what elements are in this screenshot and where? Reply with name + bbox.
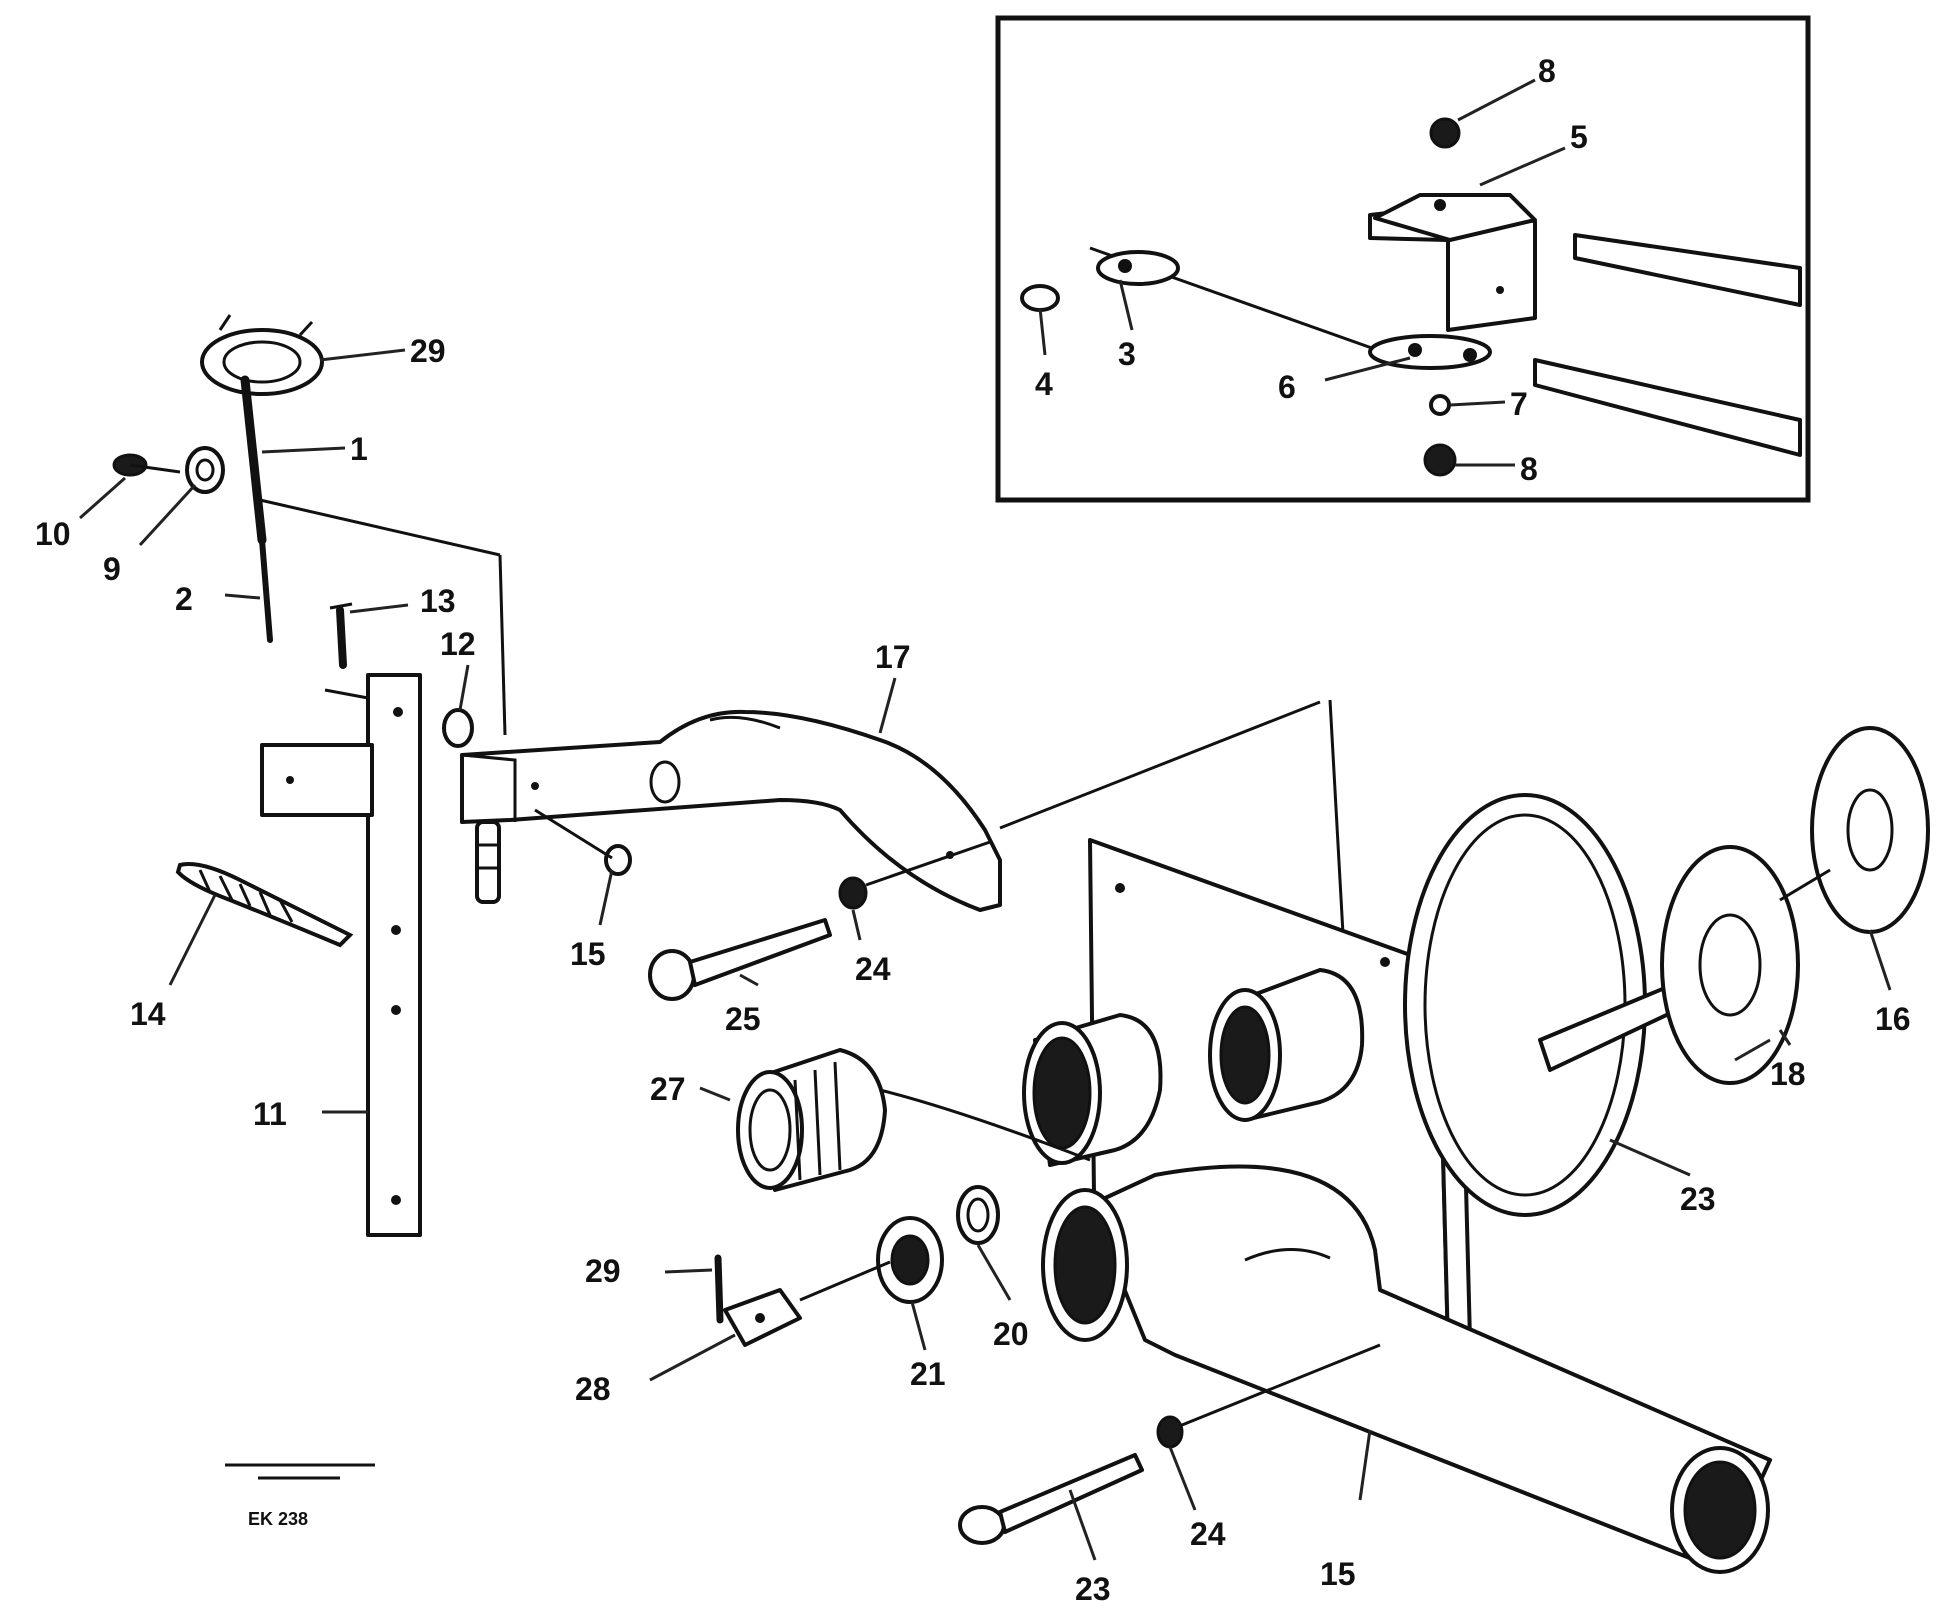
callout-27: 28 <box>575 1371 611 1407</box>
lever-12 <box>460 709 1002 912</box>
lever-assembly: 17 15 24 25 <box>460 639 1002 1037</box>
pin-1 <box>240 375 267 545</box>
washer-18 <box>1810 726 1930 934</box>
reference-code: EK 238 <box>248 1509 308 1529</box>
bolt-23-head <box>958 1505 1006 1545</box>
nut-14 <box>442 708 474 748</box>
callout-19: 18 <box>1770 1056 1806 1092</box>
inset-rail-lower <box>1533 358 1802 457</box>
callout-29: 29 <box>410 333 446 369</box>
bar-13-arm <box>260 743 374 817</box>
callout-8-bottom: 8 <box>1520 451 1538 487</box>
housing-assembly: 16 18 23 27 20 21 28 29 15 24 23 <box>575 699 1930 1607</box>
callout-12: 17 <box>875 639 911 675</box>
inset-bolt-4 <box>1020 284 1060 312</box>
inset-detail: 8 5 3 4 6 7 8 <box>995 15 1811 503</box>
callout-7: 7 <box>1510 386 1528 422</box>
pin-2 <box>259 537 273 643</box>
callout-24-upper: 24 <box>855 951 891 987</box>
bolt-25-head <box>648 949 696 1001</box>
disc-19 <box>1660 845 1800 1085</box>
bolt-28 <box>714 1254 724 1324</box>
bar-assembly: 13 12 14 11 <box>130 583 476 1237</box>
washer-9 <box>185 446 225 494</box>
callout-21: 21 <box>910 1356 946 1392</box>
callout-16: 14 <box>130 996 166 1032</box>
callout-4: 4 <box>1035 366 1053 402</box>
callout-18: 16 <box>1875 1001 1911 1037</box>
bolt-15 <box>336 606 347 669</box>
callout-20: 20 <box>993 1316 1029 1352</box>
callout-3: 3 <box>1118 336 1136 372</box>
stud-11 <box>475 820 501 904</box>
tube-17 <box>1088 1164 1772 1572</box>
nut-24-upper <box>838 876 868 910</box>
callout-26: 27 <box>650 1071 686 1107</box>
callout-22: 23 <box>1680 1181 1716 1217</box>
callout-10: 10 <box>35 516 71 552</box>
bar-13 <box>366 673 422 1237</box>
callout-24-lower: 24 <box>1190 1516 1226 1552</box>
bolt-25 <box>688 918 832 987</box>
callout-11: 15 <box>570 936 606 972</box>
inset-washer-7 <box>1429 394 1451 416</box>
washer-11 <box>604 844 632 876</box>
callout-6-inset: 6 <box>1278 369 1296 405</box>
disc-22 <box>1403 793 1647 1217</box>
inset-nut-8-bottom <box>1423 443 1457 477</box>
ring-20 <box>956 1185 1000 1245</box>
callout-15: 13 <box>420 583 456 619</box>
callout-25: 25 <box>725 1001 761 1037</box>
callout-9: 9 <box>103 551 121 587</box>
inset-frame <box>995 15 1811 503</box>
callout-23: 23 <box>1075 1571 1111 1607</box>
callout-14: 12 <box>440 626 476 662</box>
inset-link-upper <box>1096 250 1180 286</box>
nut-24-lower <box>1156 1415 1184 1449</box>
reference-stamp: EK 238 <box>225 1463 375 1529</box>
callout-28: 29 <box>585 1253 621 1289</box>
callout-2: 2 <box>175 581 193 617</box>
pin-assembly: 29 1 9 10 2 <box>35 314 507 736</box>
inset-nut-8-top <box>1429 117 1461 149</box>
inset-bracket-top <box>1373 193 1537 242</box>
ring-29 <box>200 328 324 396</box>
callout-8-top: 8 <box>1538 53 1556 89</box>
callout-17: 15 <box>1320 1556 1356 1592</box>
inset-rail-upper <box>1573 233 1802 307</box>
callout-1: 1 <box>350 431 368 467</box>
callout-13: 11 <box>253 1096 287 1132</box>
callout-5: 5 <box>1570 119 1588 155</box>
